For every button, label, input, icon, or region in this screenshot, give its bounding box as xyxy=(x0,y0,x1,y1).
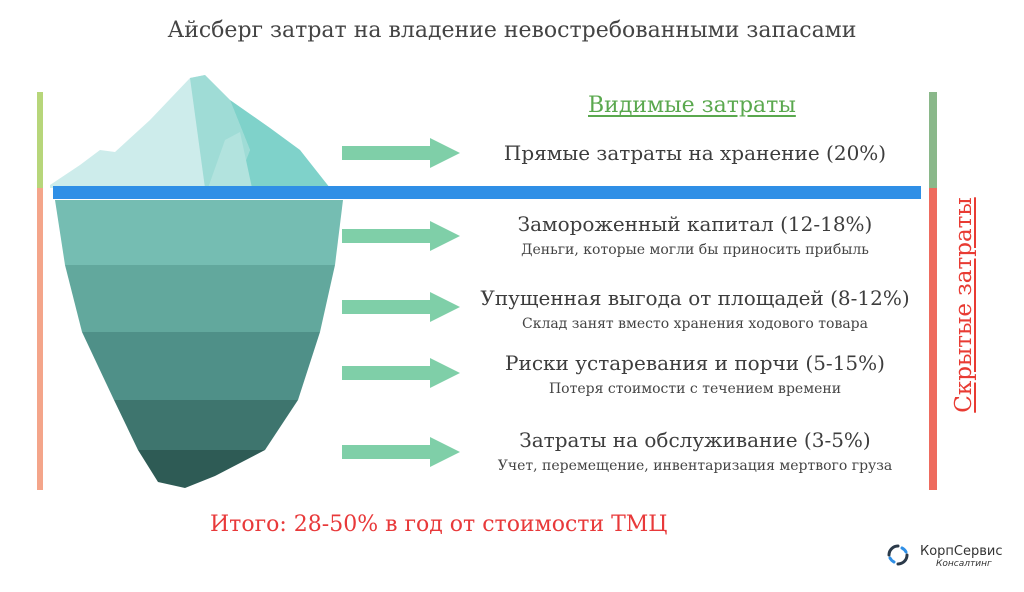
cost-item-description: Склад занят вместо хранения ходового тов… xyxy=(460,316,930,332)
iceberg-layer-5 xyxy=(138,450,265,488)
cost-item-lost-profit: Упущенная выгода от площадей (8-12%) Скл… xyxy=(460,286,930,332)
brand: КорпСервис Консалтинг xyxy=(920,544,1003,569)
cost-item-maintenance: Затраты на обслуживание (3-5%) Учет, пер… xyxy=(460,428,930,474)
arrow-right-icon xyxy=(342,292,460,322)
arrow-right-icon xyxy=(342,138,460,168)
cost-item-title: Затраты на обслуживание (3-5%) xyxy=(460,428,930,452)
cost-item-title: Упущенная выгода от площадей (8-12%) xyxy=(460,286,930,310)
cost-item-obsolescence: Риски устаревания и порчи (5-15%) Потеря… xyxy=(460,351,930,397)
total-summary: Итого: 28-50% в год от стоимости ТМЦ xyxy=(210,512,668,537)
cost-item-direct-storage: Прямые затраты на хранение (20%) xyxy=(460,141,930,165)
arrow-right-icon xyxy=(342,358,460,388)
arrow-right-icon xyxy=(342,221,460,251)
cost-item-description: Потеря стоимости с течением времени xyxy=(460,381,930,397)
iceberg-layer-1 xyxy=(55,200,343,265)
visible-costs-label: Видимые затраты xyxy=(588,93,796,118)
hidden-zone-bar-right xyxy=(929,188,937,490)
cost-item-title: Прямые затраты на хранение (20%) xyxy=(460,141,930,165)
iceberg-layer-4 xyxy=(114,400,298,450)
cost-item-title: Замороженный капитал (12-18%) xyxy=(460,212,930,236)
iceberg-illustration xyxy=(40,70,350,490)
brand-name: КорпСервис xyxy=(920,544,1003,559)
cost-item-description: Деньги, которые могли бы приносить прибы… xyxy=(460,242,930,258)
waterline xyxy=(53,186,921,199)
cost-item-title: Риски устаревания и порчи (5-15%) xyxy=(460,351,930,375)
page-title: Айсберг затрат на владение невостребован… xyxy=(0,18,1024,43)
iceberg-layer-3 xyxy=(82,332,320,400)
cost-item-description: Учет, перемещение, инвентаризация мертво… xyxy=(460,458,930,474)
company-logo-icon xyxy=(887,544,909,566)
brand-subtitle: Консалтинг xyxy=(936,559,1003,569)
arrow-right-icon xyxy=(342,437,460,467)
visible-zone-bar-right xyxy=(929,92,937,188)
cost-item-frozen-capital: Замороженный капитал (12-18%) Деньги, ко… xyxy=(460,212,930,258)
hidden-costs-label: Скрытые затраты xyxy=(951,150,981,460)
iceberg-layer-2 xyxy=(65,265,335,332)
